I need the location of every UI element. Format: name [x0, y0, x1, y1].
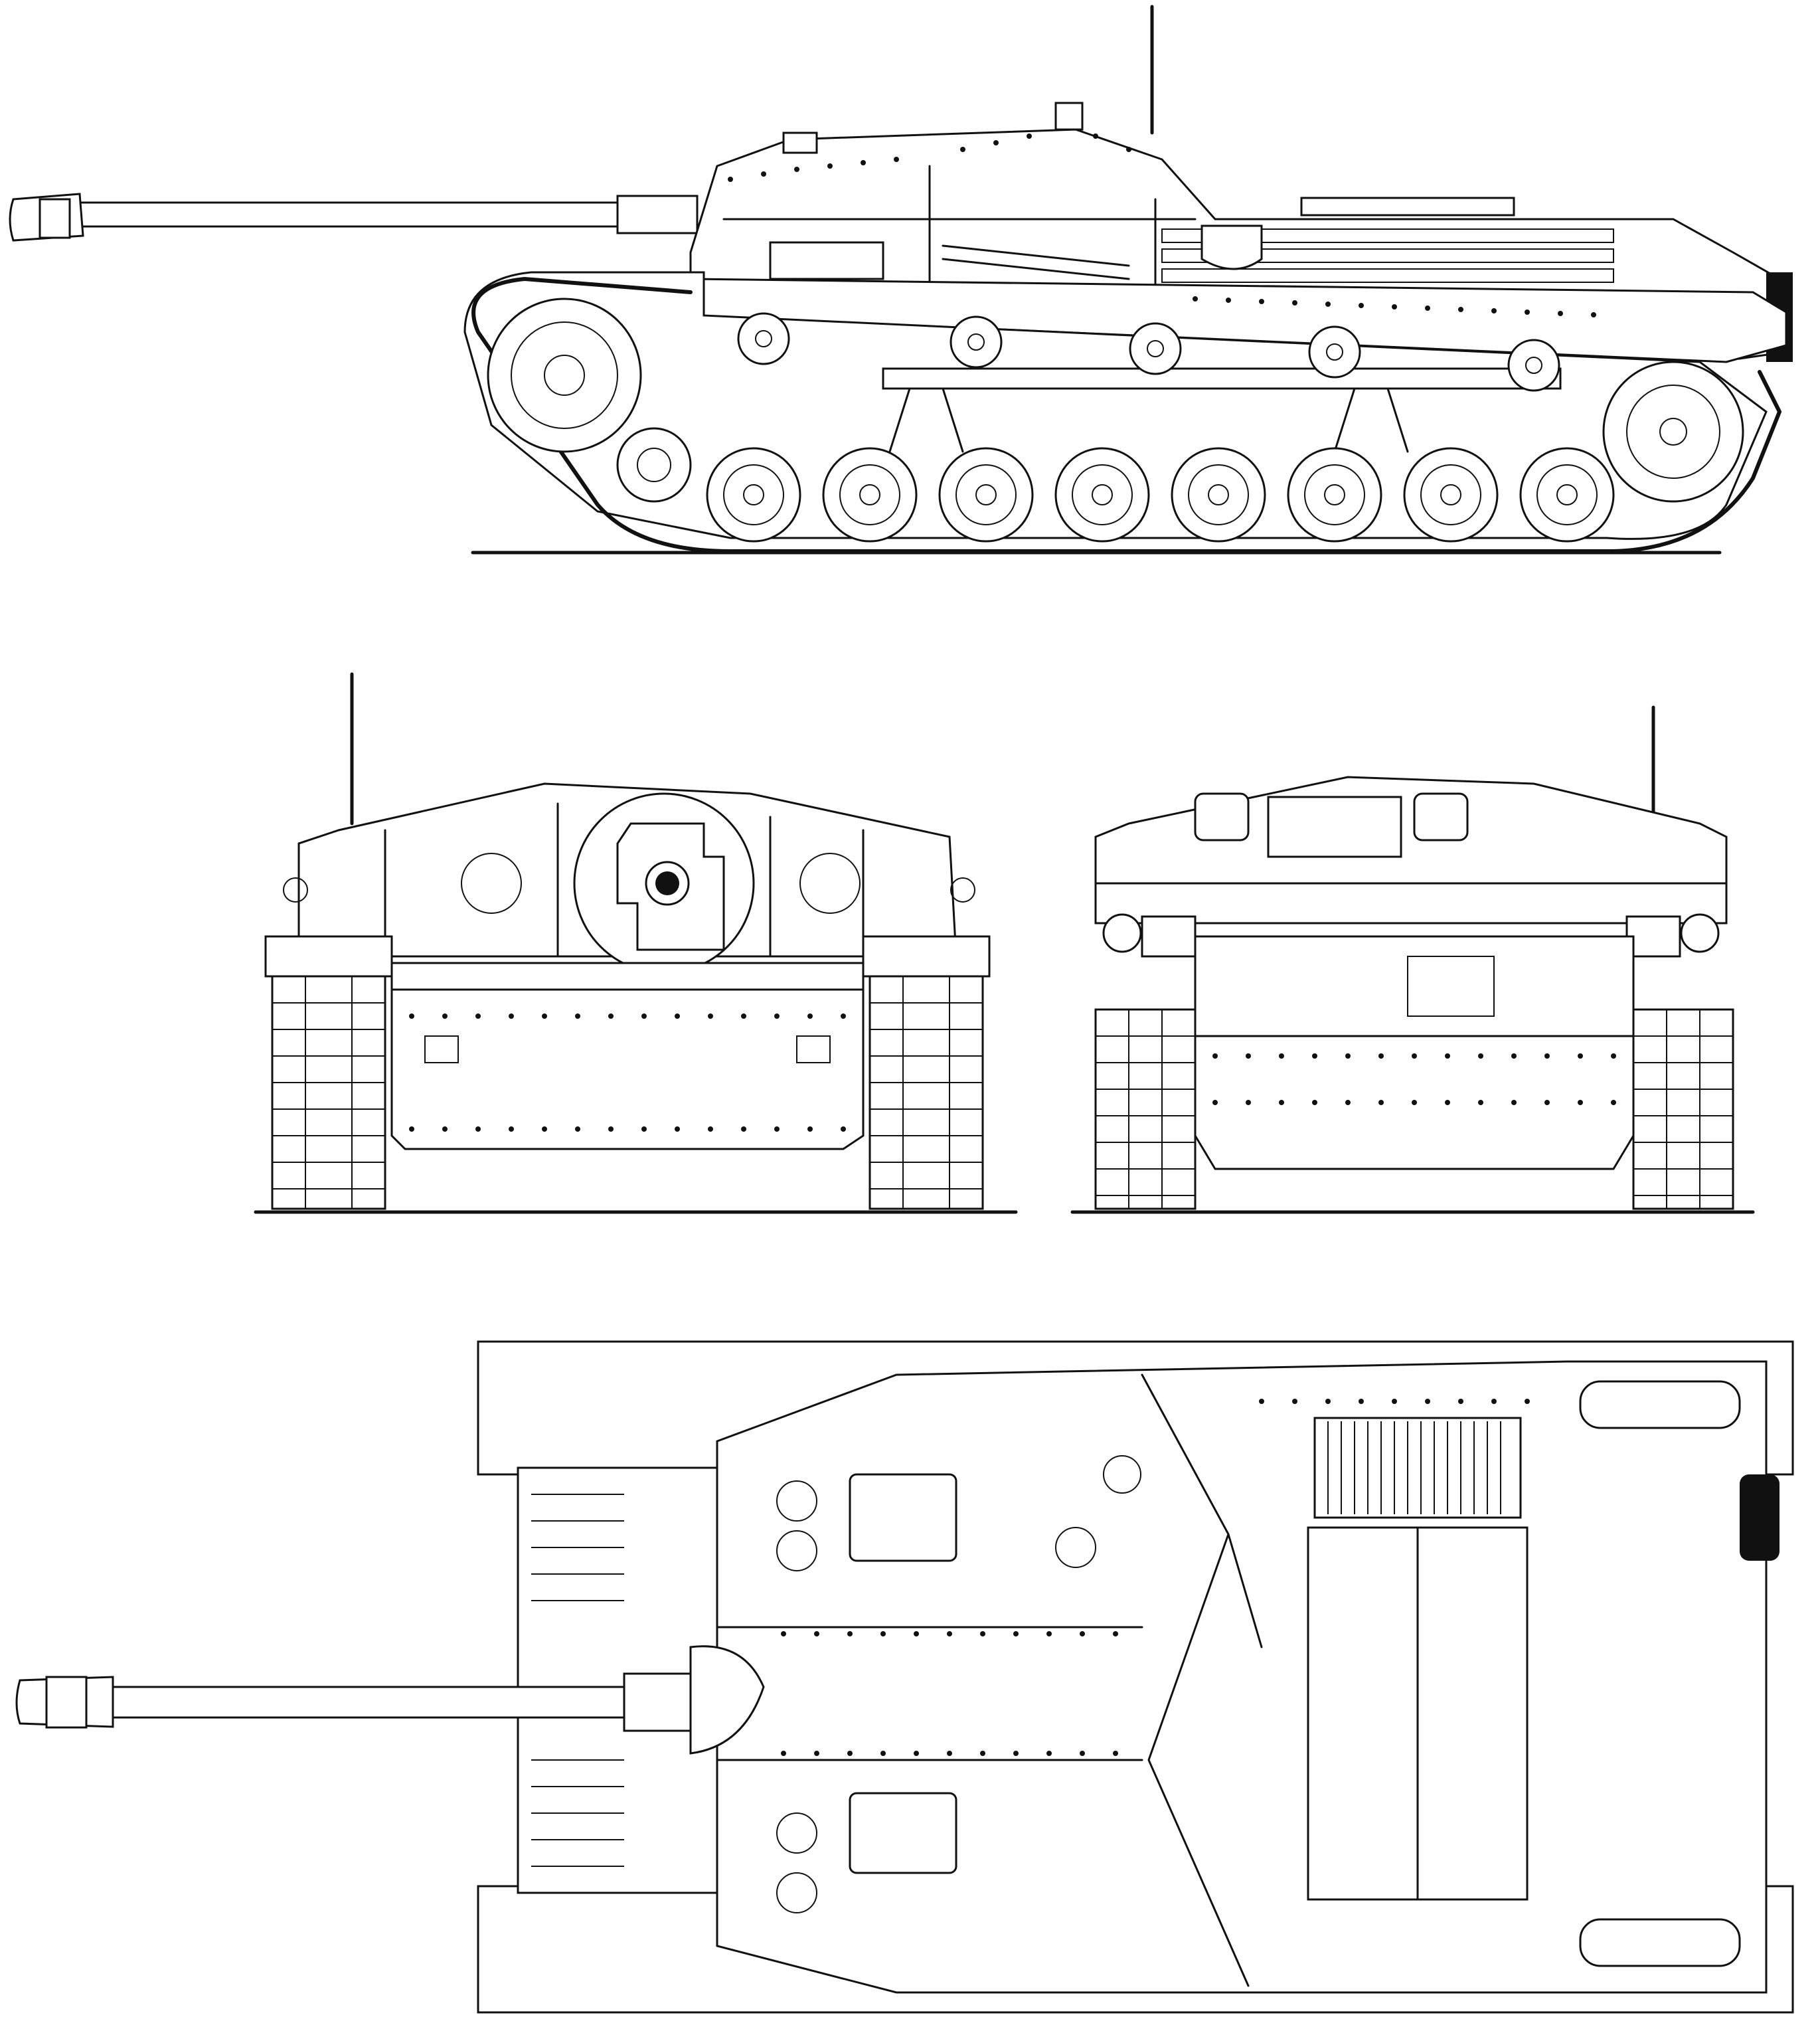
side-rivets	[728, 133, 1596, 317]
rear-rivets	[1212, 1053, 1616, 1105]
front-track-right	[869, 975, 984, 1210]
top-superstructure	[716, 1360, 1768, 1994]
top-view-drawing	[15, 1340, 1794, 2014]
side-view	[0, 0, 1820, 571]
front-rivets	[409, 1013, 846, 1132]
rear-track-right	[1632, 1008, 1734, 1210]
side-view-drawing	[9, 5, 1793, 555]
front-track-left	[271, 975, 386, 1210]
top-engine-grille	[1313, 1417, 1522, 1519]
rear-view-drawing	[1070, 705, 1755, 1214]
side-road-wheels	[706, 447, 1615, 543]
top-view	[0, 1335, 1820, 2019]
front-view	[246, 671, 1029, 1222]
side-return-rollers	[737, 312, 1560, 392]
rear-track-left	[1094, 1008, 1197, 1210]
top-rivets	[781, 1399, 1530, 1756]
side-track	[471, 277, 1781, 553]
top-track-links	[531, 1494, 624, 1867]
side-gun	[9, 193, 699, 242]
rear-lower-hull	[1194, 935, 1635, 1170]
front-view-drawing	[254, 672, 1018, 1214]
front-gun-mantlet	[573, 792, 755, 974]
top-gun	[15, 1645, 765, 1755]
rear-view	[1069, 704, 1760, 1222]
side-idler-wheel	[1602, 361, 1744, 503]
side-drive-sprocket	[487, 298, 642, 453]
front-lower-hull	[390, 962, 865, 1150]
